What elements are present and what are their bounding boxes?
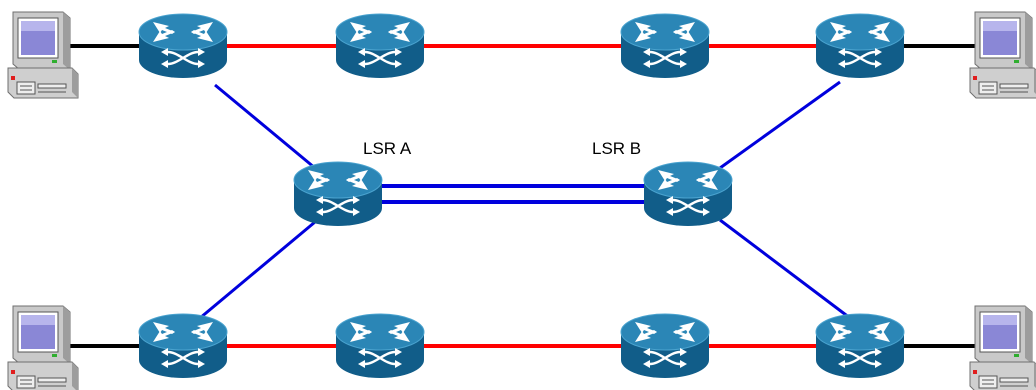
router-icon — [619, 312, 711, 380]
router-icon — [619, 12, 711, 80]
router-icon — [814, 12, 906, 80]
lsr-a-label: LSR A — [363, 139, 412, 158]
router-icon — [334, 312, 426, 380]
router-icon-lsr-a — [292, 160, 384, 228]
blue-link — [719, 80, 841, 170]
router-icon — [137, 312, 229, 380]
desktop-computer-icon — [969, 11, 1036, 99]
router-icon — [334, 12, 426, 80]
blue-link — [199, 220, 316, 320]
blue-link — [214, 83, 316, 170]
lsr-b-label: LSR B — [592, 139, 642, 158]
desktop-computer-icon — [969, 305, 1036, 390]
desktop-computer-icon — [7, 305, 79, 390]
blue-link — [719, 218, 851, 320]
router-icon — [814, 312, 906, 380]
desktop-computer-icon — [7, 11, 79, 99]
router-icon — [137, 12, 229, 80]
router-icon-lsr-b — [642, 160, 734, 228]
